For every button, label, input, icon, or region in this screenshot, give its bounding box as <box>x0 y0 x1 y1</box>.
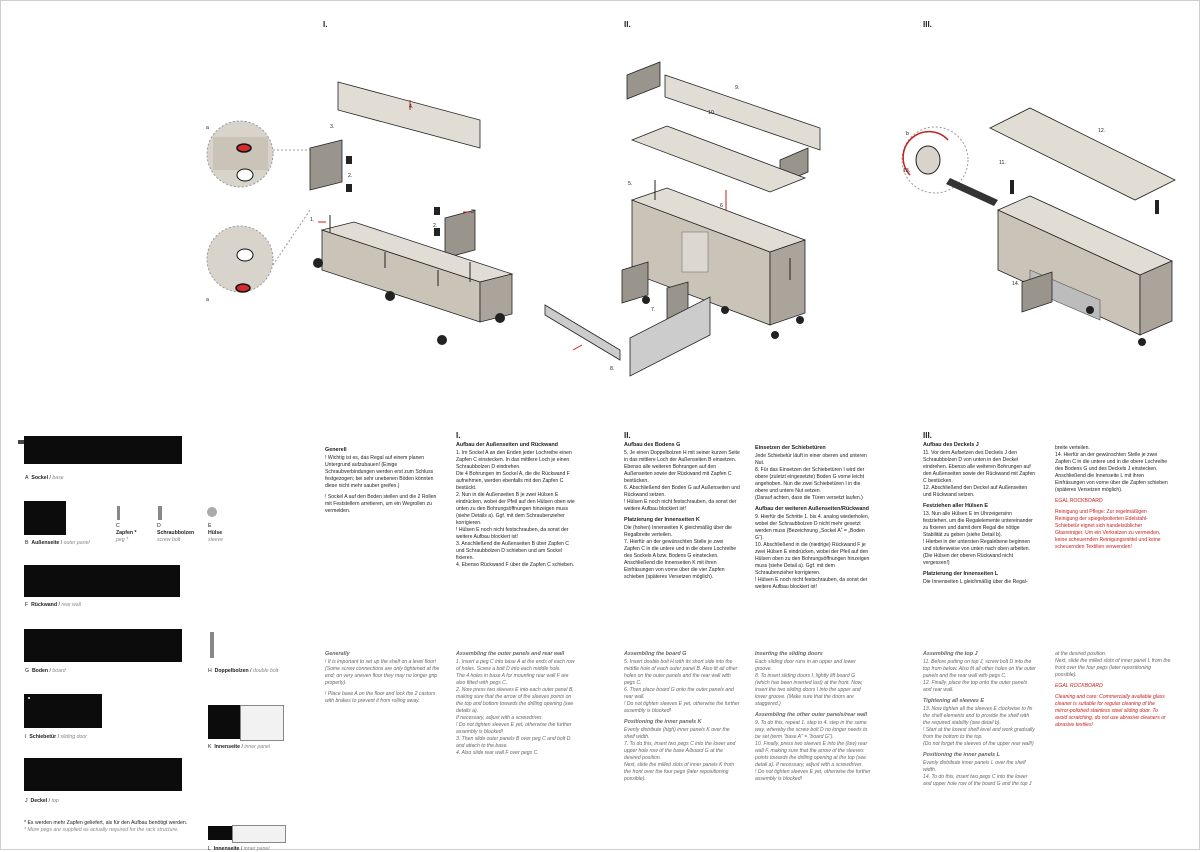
brand-de: EGAL ROCKBOARD <box>1055 498 1103 504</box>
en-general: Generally ! It is important to set up th… <box>325 651 440 704</box>
part-f-image <box>24 565 180 597</box>
part-f-label: F Rückwand / rear wall <box>25 602 81 608</box>
part-a-label: A Sockel / base <box>25 475 64 481</box>
part-k-image <box>208 705 240 739</box>
part-d-image <box>158 506 162 520</box>
part-j-image <box>24 758 182 791</box>
callout-10: 10. <box>708 110 716 116</box>
de-step3a: III. Aufbau des Deckels J 11. Vor dem Au… <box>923 431 1036 586</box>
de-general: Generell ! Wichtig ist es, das Regal auf… <box>325 447 437 514</box>
callout-2b: 2. <box>433 223 438 229</box>
footnote-en: * More pegs are supplied as actually req… <box>24 827 179 833</box>
brand-en: EGAL ROCKBOARD <box>1055 683 1103 689</box>
part-k-side <box>240 705 284 741</box>
part-b-image <box>24 501 66 535</box>
callout-8: 8. <box>610 366 615 372</box>
callout-4: 4. <box>409 104 414 110</box>
callout-9: 9. <box>735 85 740 91</box>
outer-panel-right <box>444 209 476 259</box>
top-j <box>989 107 1176 201</box>
en-step2b: Inserting the sliding doors Each sliding… <box>755 651 871 782</box>
illustration-step-1 <box>206 81 514 345</box>
care-en: Cleaning and care: Commercially availabl… <box>1055 694 1166 728</box>
part-l-label: L Innenseite / inner panel <box>208 846 270 852</box>
board-g <box>630 125 807 193</box>
callout-13: 13. <box>903 168 911 174</box>
callout-6: 6 <box>720 203 723 209</box>
sliding-door-2 <box>629 296 711 377</box>
part-j-label: J Deckel / top <box>25 798 59 804</box>
part-e-image <box>207 507 217 517</box>
callout-5: 5. <box>628 181 633 187</box>
callout-3: 3. <box>330 124 335 130</box>
part-g-image <box>24 629 182 662</box>
callout-b: b <box>906 131 909 137</box>
part-a-caster <box>18 440 24 444</box>
callout-14: 14. <box>1012 281 1020 287</box>
part-l-side <box>232 825 286 843</box>
callout-7: 7. <box>651 307 656 313</box>
en-step3a: Assembling the top J 11. Before putting … <box>923 651 1036 787</box>
sliding-door-1 <box>544 304 621 361</box>
callout-11: 11. <box>999 160 1006 166</box>
part-i-image <box>24 694 102 728</box>
illustration-step-3 <box>901 107 1176 346</box>
de-step2a: II. Aufbau des Bodens G 5. Je einen Dopp… <box>624 431 740 581</box>
part-i-hole <box>28 697 30 699</box>
part-g-label: G Boden / board <box>25 668 66 674</box>
callout-2: 2. <box>348 173 353 179</box>
en-step3b: at the desired position. Next, slide the… <box>1055 651 1171 728</box>
en-step1: Assembling the outer panels and rear wal… <box>456 651 575 756</box>
rear-wall-upper <box>664 74 821 151</box>
part-a-image <box>24 436 182 464</box>
rear-wall-panel <box>337 81 481 149</box>
callout-12: 12. <box>1098 128 1106 134</box>
illustration-step-2 <box>544 61 821 377</box>
de-step1: I. Aufbau der Außenseiten und Rückwand 1… <box>456 431 575 569</box>
step-3-label: III. <box>923 20 932 29</box>
part-b-label: B Außenseite / outer panel <box>25 540 90 546</box>
part-i-label: I Schiebetür / sliding door <box>25 734 88 740</box>
de-step3b: breite verteilen. 14. Hierfür an der gew… <box>1055 445 1171 555</box>
footnote-de: * Es werden mehr Zapfen geliefert, als f… <box>24 820 188 826</box>
callout-3b: 3 <box>471 209 474 215</box>
de-step2b: Einsetzen der Schiebetüren Jede Schiebet… <box>755 445 870 590</box>
callout-a-top: a <box>206 125 209 131</box>
step-1-label: I. <box>323 20 328 29</box>
step-2-label: II. <box>624 20 631 29</box>
outer-panel-left <box>309 139 343 191</box>
part-h-image <box>210 632 214 658</box>
callout-1: 1. <box>310 217 315 223</box>
part-h-label: H Doppelbolzen / double bolt <box>208 668 279 674</box>
callout-a-bottom: a <box>206 297 209 303</box>
care-de: Reinigung und Pflege: Zur regelmäßigen R… <box>1055 509 1161 550</box>
part-c-image <box>117 506 120 520</box>
part-l-image <box>208 826 232 840</box>
part-k-label: K Innenseite / inner panel <box>208 744 271 750</box>
en-step2a: Assembling the board G 5. Insert double … <box>624 651 740 782</box>
